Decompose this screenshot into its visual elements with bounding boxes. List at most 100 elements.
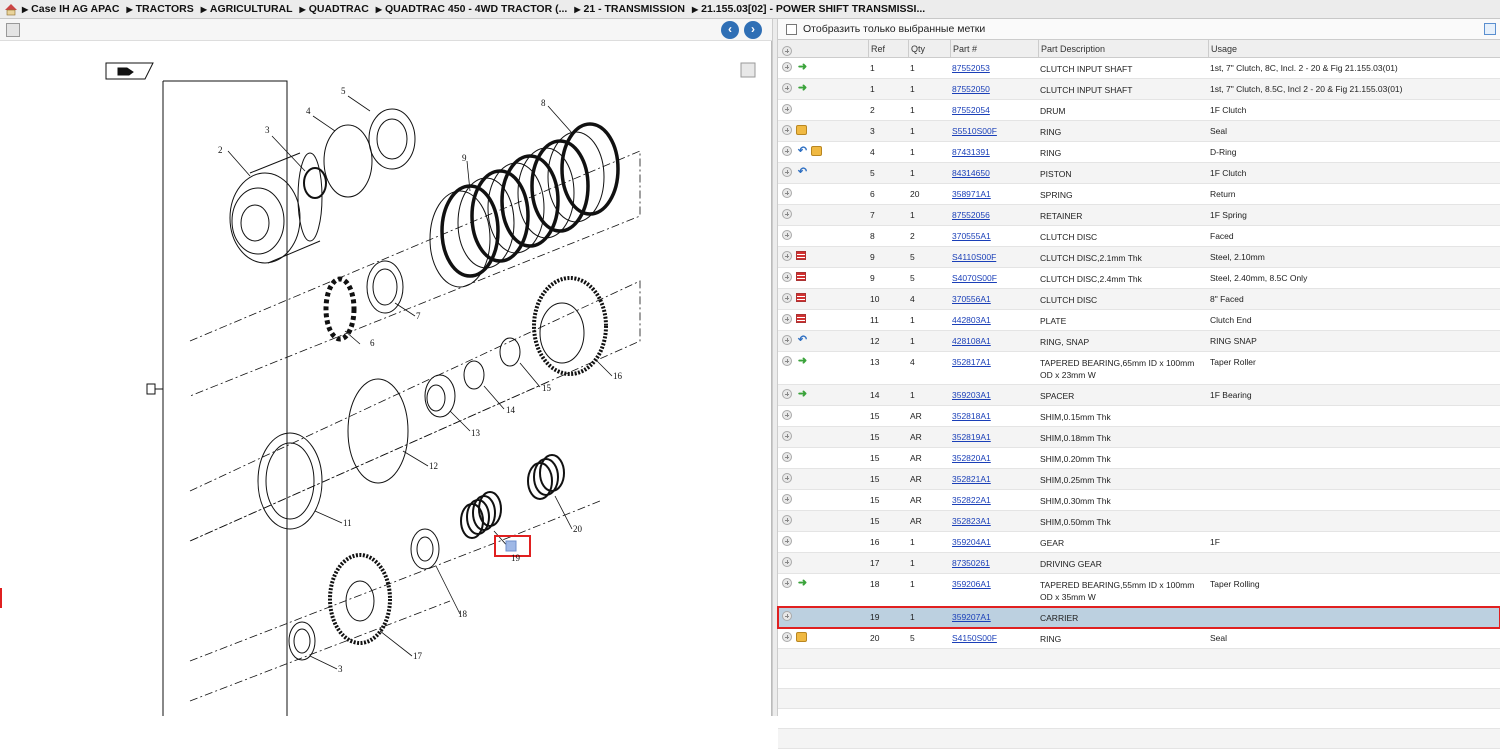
breadcrumb-item[interactable]: ▶QUADTRAC 450 - 4WD TRACTOR (... <box>376 3 568 15</box>
expand-row-icon[interactable] <box>782 515 792 525</box>
part-number-link[interactable]: S5510S00F <box>952 126 997 136</box>
part-number-link[interactable]: 352819A1 <box>952 432 991 442</box>
part-number-link[interactable]: S4150S00F <box>952 633 997 643</box>
breadcrumb-item[interactable]: ▶AGRICULTURAL <box>201 3 293 15</box>
expand-row-icon[interactable] <box>782 83 792 93</box>
part-number-link[interactable]: 359203A1 <box>952 390 991 400</box>
back-arrow-icon[interactable]: ↶ <box>797 145 808 157</box>
part-number-link[interactable]: 359207A1 <box>952 612 991 622</box>
diagram-callout-label[interactable]: 2 <box>218 145 223 155</box>
breadcrumb-item[interactable]: ▶TRACTORS <box>126 3 193 15</box>
diagram-callout-label[interactable]: 17 <box>413 651 423 661</box>
list-icon[interactable] <box>796 272 806 281</box>
expand-row-icon[interactable] <box>782 473 792 483</box>
diagram-callout-label[interactable]: 3 <box>338 664 343 674</box>
expand-row-icon[interactable] <box>782 632 792 642</box>
part-number-link[interactable]: 359206A1 <box>952 579 991 589</box>
breadcrumb-item[interactable]: ▶21 - TRANSMISSION <box>574 3 685 15</box>
expand-row-icon[interactable] <box>782 389 792 399</box>
expand-row-icon[interactable] <box>782 62 792 72</box>
diagram-callout-label[interactable]: 16 <box>613 371 623 381</box>
diagram-callout-label[interactable]: 18 <box>458 609 468 619</box>
home-icon[interactable] <box>4 3 18 16</box>
part-number-link[interactable]: 87552053 <box>952 63 990 73</box>
breadcrumb-item[interactable]: ▶Case IH AG APAC <box>22 3 119 15</box>
expand-row-icon[interactable] <box>782 536 792 546</box>
show-selected-only-checkbox[interactable] <box>786 23 797 35</box>
list-icon[interactable] <box>796 314 806 323</box>
part-number-link[interactable]: 84314650 <box>952 168 990 178</box>
forward-arrow-icon[interactable]: ➜ <box>797 61 808 73</box>
expand-row-icon[interactable] <box>782 494 792 504</box>
col-desc-header[interactable]: Part Description <box>1038 39 1208 58</box>
diagram-callout-label[interactable]: 11 <box>343 518 352 528</box>
part-number-link[interactable]: 352817A1 <box>952 357 991 367</box>
part-number-link[interactable]: 87431391 <box>952 147 990 157</box>
part-number-link[interactable]: 352822A1 <box>952 495 991 505</box>
diagram-callout-label[interactable]: 13 <box>471 428 481 438</box>
expand-row-icon[interactable] <box>782 272 792 282</box>
part-number-link[interactable]: 428108A1 <box>952 336 991 346</box>
part-number-link[interactable]: 352818A1 <box>952 411 991 421</box>
diagram-callout-label[interactable]: 5 <box>341 86 346 96</box>
table-settings-icon[interactable] <box>1484 23 1496 35</box>
diagram-callout-label[interactable]: 7 <box>416 311 421 321</box>
part-number-link[interactable]: 352823A1 <box>952 516 991 526</box>
export-icon[interactable] <box>6 23 20 37</box>
diagram-callout-label[interactable]: 12 <box>429 461 438 471</box>
part-number-link[interactable]: 370556A1 <box>952 294 991 304</box>
package-icon[interactable] <box>796 125 807 135</box>
col-ref-header[interactable]: Ref <box>868 39 908 58</box>
expand-row-icon[interactable] <box>782 146 792 156</box>
forward-arrow-icon[interactable]: ➜ <box>797 82 808 94</box>
diagram-callout-label[interactable]: 19 <box>511 553 521 563</box>
diagram-callout-label[interactable]: 4 <box>306 106 311 116</box>
expand-row-icon[interactable] <box>782 410 792 420</box>
part-number-link[interactable]: 87350261 <box>952 558 990 568</box>
diagram-callout-label[interactable]: 6 <box>370 338 375 348</box>
diagram-callout-label[interactable]: 8 <box>541 98 546 108</box>
back-arrow-icon[interactable]: ↶ <box>797 334 808 346</box>
expand-row-icon[interactable] <box>782 125 792 135</box>
col-qty-header[interactable]: Qty <box>908 39 950 58</box>
expand-row-icon[interactable] <box>782 335 792 345</box>
part-number-link[interactable]: 370555A1 <box>952 231 991 241</box>
part-number-link[interactable]: 352821A1 <box>952 474 991 484</box>
expand-row-icon[interactable] <box>782 188 792 198</box>
expand-row-icon[interactable] <box>782 452 792 462</box>
part-number-link[interactable]: 352820A1 <box>952 453 991 463</box>
diagram-callout-label[interactable]: 15 <box>542 383 552 393</box>
list-icon[interactable] <box>796 293 806 302</box>
expand-row-icon[interactable] <box>782 356 792 366</box>
list-icon[interactable] <box>796 251 806 260</box>
package-icon[interactable] <box>811 146 822 156</box>
pane-splitter[interactable] <box>772 19 778 716</box>
forward-arrow-icon[interactable]: ➜ <box>797 355 808 367</box>
expand-row-icon[interactable] <box>782 293 792 303</box>
expand-row-icon[interactable] <box>782 230 792 240</box>
expand-row-icon[interactable] <box>782 251 792 261</box>
expand-row-icon[interactable] <box>782 557 792 567</box>
next-page-button[interactable]: › <box>744 21 762 39</box>
part-number-link[interactable]: 359204A1 <box>952 537 991 547</box>
part-number-link[interactable]: S4110S00F <box>952 252 997 262</box>
forward-arrow-icon[interactable]: ➜ <box>797 577 808 589</box>
